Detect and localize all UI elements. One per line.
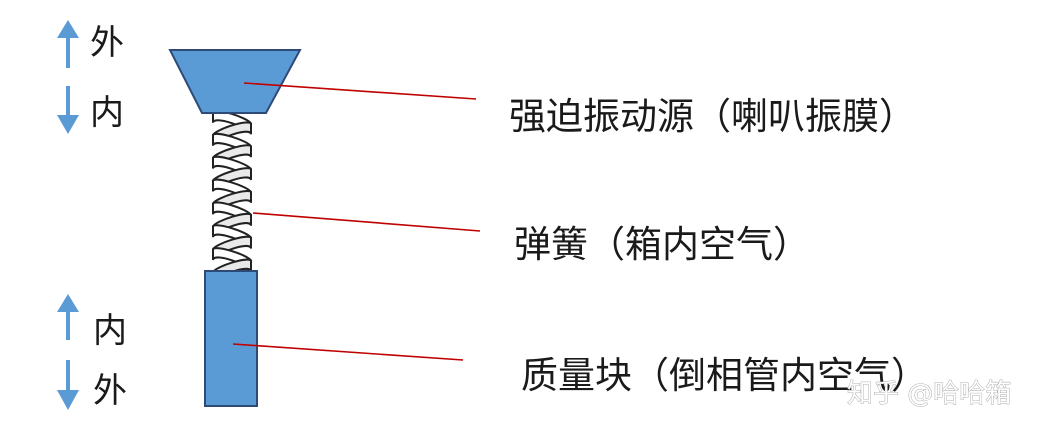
mass-label: 质量块（倒相管内空气） [521, 354, 928, 397]
bottom-up-arrow-icon [57, 294, 79, 340]
driver-label: 强迫振动源（喇叭振膜） [509, 95, 916, 138]
spring-leader-line [252, 212, 481, 232]
watermark: 知乎 @哈哈箱 [847, 379, 1011, 409]
bottom-down-arrow-icon [57, 360, 79, 410]
top-up-arrow-icon [57, 20, 79, 68]
driver-cone [168, 49, 302, 114]
driver-leader-line [243, 82, 477, 100]
spring-label: 弹簧（箱内空气） [514, 223, 810, 266]
top-down-arrow-icon [57, 86, 79, 134]
spring-coil [212, 110, 252, 283]
mass-block [204, 270, 258, 407]
bottom-down-label: 外 [93, 371, 127, 411]
bottom-up-label: 内 [93, 311, 127, 351]
top-down-label: 内 [90, 93, 124, 133]
top-up-label: 外 [90, 23, 124, 63]
mass-leader-line [232, 343, 464, 361]
